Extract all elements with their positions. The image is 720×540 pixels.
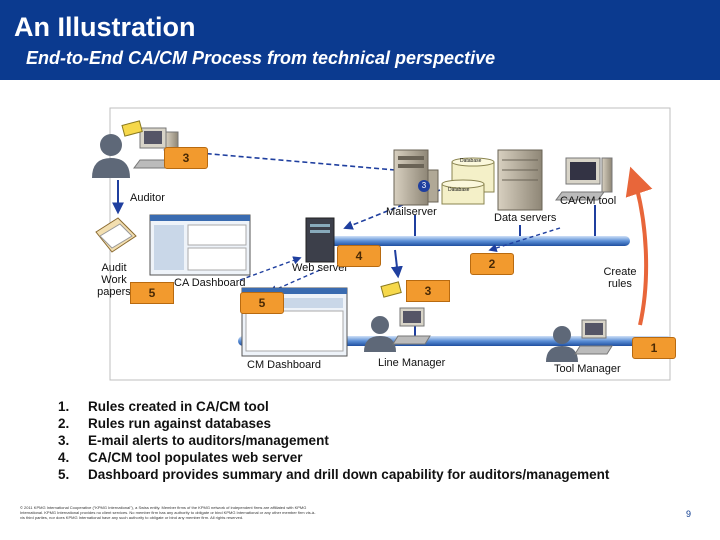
label-audit-work-papers: Audit Work papers: [97, 262, 131, 298]
step-badge-ca-dashboard: 5: [130, 282, 174, 304]
label-database-1: Database: [460, 158, 482, 164]
rules-list: 1. Rules created in CA/CM tool 2. Rules ru…: [58, 399, 609, 484]
page-number: 9: [686, 509, 692, 519]
list-item: 1. Rules created in CA/CM tool: [58, 399, 609, 416]
list-item-number: 2.: [58, 416, 70, 431]
mailserver-icon: [393, 149, 439, 206]
list-item-text: Rules created in CA/CM tool: [88, 399, 269, 414]
email-icon-auditor: [121, 120, 143, 137]
label-tool-manager: Tool Manager: [554, 363, 621, 375]
step-badge-rules-run: 2: [470, 253, 514, 275]
data-servers-icon: [497, 149, 543, 211]
slide-subtitle: End-to-End CA/CM Process from technical …: [26, 48, 496, 68]
label-data-servers: Data servers: [494, 212, 557, 224]
arrow-rules-run: [488, 227, 561, 252]
label-mailserver: Mailserver: [386, 206, 437, 218]
email-icon-line-manager: [380, 281, 402, 298]
list-item-number: 5.: [58, 467, 70, 482]
list-item: 3. E-mail alerts to auditors/management: [58, 433, 609, 450]
label-create-rules: Create rules: [603, 266, 637, 290]
ca-dashboard-screenshot: [149, 214, 251, 276]
label-cm-dashboard: CM Dashboard: [247, 359, 321, 371]
list-item-number: 3.: [58, 433, 70, 448]
cm-dashboard-screenshot: [241, 287, 348, 357]
label-line-manager: Line Manager: [378, 357, 446, 369]
step-badge-mailserver: 3: [421, 181, 427, 190]
list-item-number: 4.: [58, 450, 70, 465]
list-item: 4. CA/CM tool populates web server: [58, 450, 609, 467]
list-item-text: Dashboard provides summary and drill dow…: [88, 467, 610, 482]
slide-title: An Illustration: [14, 12, 196, 42]
label-ca-dashboard: CA Dashboard: [174, 277, 246, 289]
arrow-mail-to-linemanager: [390, 249, 403, 279]
label-ca-cm-tool: CA/CM tool: [560, 195, 617, 207]
label-auditor: Auditor: [130, 192, 165, 204]
arrow-dashboard-to-webserver: [239, 256, 302, 281]
database-icon-2: [441, 179, 485, 205]
web-server-icon: [305, 217, 335, 263]
step-badge-web-server: 4: [337, 245, 381, 267]
list-item-text: CA/CM tool populates web server: [88, 450, 303, 465]
work-papers-icon: [95, 217, 137, 253]
mailserver-badge: [418, 180, 430, 192]
step-badge-cm-dashboard: 5: [240, 292, 284, 314]
footer-legal-text: © 2011 KPMG International Cooperative ("…: [20, 505, 316, 520]
ca-cm-tool-icon: [555, 157, 613, 201]
label-web-server: Web server: [292, 262, 349, 274]
slide-header: An Illustration End-to-End CA/CM Process…: [0, 0, 720, 80]
list-item-text: Rules run against databases: [88, 416, 272, 431]
step-badge-auditor-email: 3: [164, 147, 208, 169]
network-bus: [318, 236, 630, 246]
list-item: 5. Dashboard provides summary and drill d…: [58, 467, 609, 484]
list-item-text: E-mail alerts to auditors/management: [88, 433, 329, 448]
step-badge-create-rules: 1: [632, 337, 676, 359]
line-manager-icon: [364, 307, 431, 352]
label-database-2: Database: [448, 187, 470, 193]
list-item: 2. Rules run against databases: [58, 416, 609, 433]
list-item-number: 1.: [58, 399, 70, 414]
tool-manager-icon: [546, 319, 613, 362]
step-badge-line-manager-email: 3: [406, 280, 450, 302]
arrow-create-rules: [625, 166, 653, 326]
